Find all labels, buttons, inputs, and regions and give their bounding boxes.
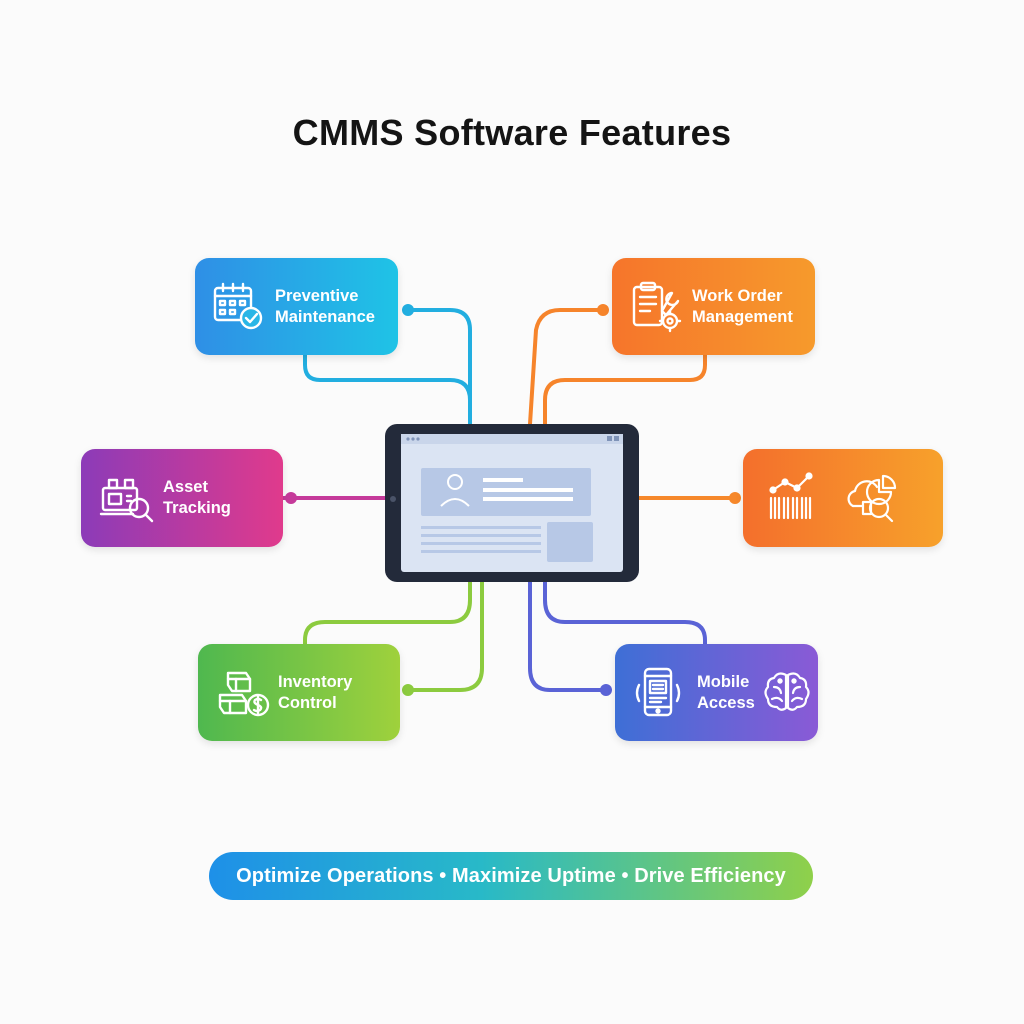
connector-dot-work-order bbox=[597, 304, 609, 316]
feature-label-mobile-access: Mobile Access bbox=[697, 672, 755, 712]
tablet-dashboard-icon bbox=[385, 424, 639, 582]
cloud-pie-magnifier-icon bbox=[841, 470, 911, 526]
connector-dot-preventive-maintenance bbox=[402, 304, 414, 316]
smartphone-icon bbox=[633, 665, 689, 721]
brain-icon bbox=[759, 665, 815, 721]
connector-dot-inventory bbox=[402, 684, 414, 696]
card-preventive-maintenance[interactable]: Preventive Maintenance bbox=[195, 258, 398, 355]
connector-dot-mobile-access bbox=[600, 684, 612, 696]
card-analytics[interactable] bbox=[743, 449, 943, 547]
connector-inventory bbox=[303, 580, 484, 692]
card-asset-tracking[interactable]: Asset Tracking bbox=[81, 449, 283, 547]
machine-magnifier-icon bbox=[99, 470, 155, 526]
connector-dot-asset-tracking bbox=[285, 492, 297, 504]
connector-preventive-maintenance bbox=[303, 308, 472, 426]
connector-mobile-access bbox=[528, 580, 707, 692]
feature-label-work-order-management: Work Order Management bbox=[692, 286, 793, 326]
feature-label-inventory-control: Inventory Control bbox=[278, 672, 353, 712]
connector-dot-analytics bbox=[729, 492, 741, 504]
card-mobile-access[interactable]: Mobile Access bbox=[615, 644, 818, 741]
calendar-check-icon bbox=[211, 279, 267, 335]
boxes-dollar-icon bbox=[214, 665, 270, 721]
clipboard-wrench-gear-icon bbox=[628, 279, 684, 335]
connector-work-order bbox=[528, 308, 707, 426]
feature-label-asset-tracking: Asset Tracking bbox=[163, 478, 231, 517]
diagram-title: CMMS Software Features bbox=[292, 112, 732, 153]
tagline-banner: Optimize Operations • Maximize Uptime • … bbox=[209, 852, 813, 900]
feature-label-preventive-maintenance: Preventive Maintenance bbox=[275, 286, 375, 326]
card-inventory-control[interactable]: Inventory Control bbox=[198, 644, 400, 741]
barcode-chart-icon bbox=[765, 470, 835, 526]
card-work-order-management[interactable]: Work Order Management bbox=[612, 258, 815, 355]
